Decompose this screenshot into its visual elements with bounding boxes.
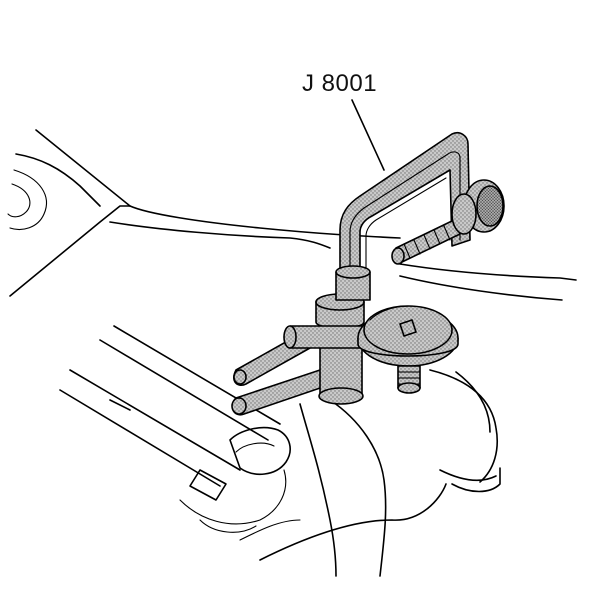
vehicle-body-panel xyxy=(7,129,577,301)
tool-handle-lower xyxy=(231,369,327,416)
tool-threaded-post xyxy=(397,365,421,394)
tool-adjusting-screw xyxy=(391,179,505,265)
tool-c-frame xyxy=(335,131,471,301)
tool-dial-plate xyxy=(357,305,459,367)
strut-tower xyxy=(239,369,501,577)
control-arm xyxy=(59,325,291,533)
callout-label-j-8001: J 8001 xyxy=(302,70,378,97)
callout-leader xyxy=(351,99,385,171)
